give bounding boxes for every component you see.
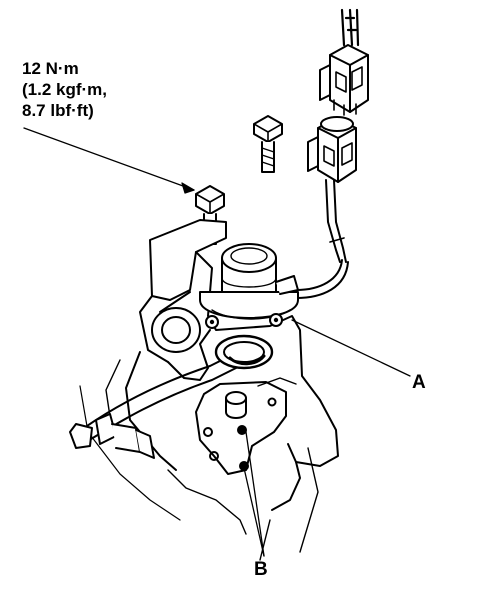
callout-a: A [412,372,426,393]
o-ring-gasket [214,334,274,370]
torque-line-2: (1.2 kgf·m, [22,80,108,99]
harness-connector [279,8,369,299]
bolt-upper [253,115,283,173]
leader-a-line [291,319,411,377]
valve-housing [69,219,339,561]
callout-b: B [254,559,268,580]
torque-leader-arrow [181,182,195,194]
torque-line-1: 12 N·m [22,59,79,78]
torque-line-3: 8.7 lbf·ft) [22,101,94,120]
torque-leader-line [23,127,195,191]
mounting-face [195,377,297,475]
leader-b-line-1 [245,431,265,557]
solenoid-valve [199,243,299,329]
torque-specification: 12 N·m (1.2 kgf·m, 8.7 lbf·ft) [22,58,107,121]
leader-lines [23,127,411,557]
leader-b-line-2 [243,467,265,557]
